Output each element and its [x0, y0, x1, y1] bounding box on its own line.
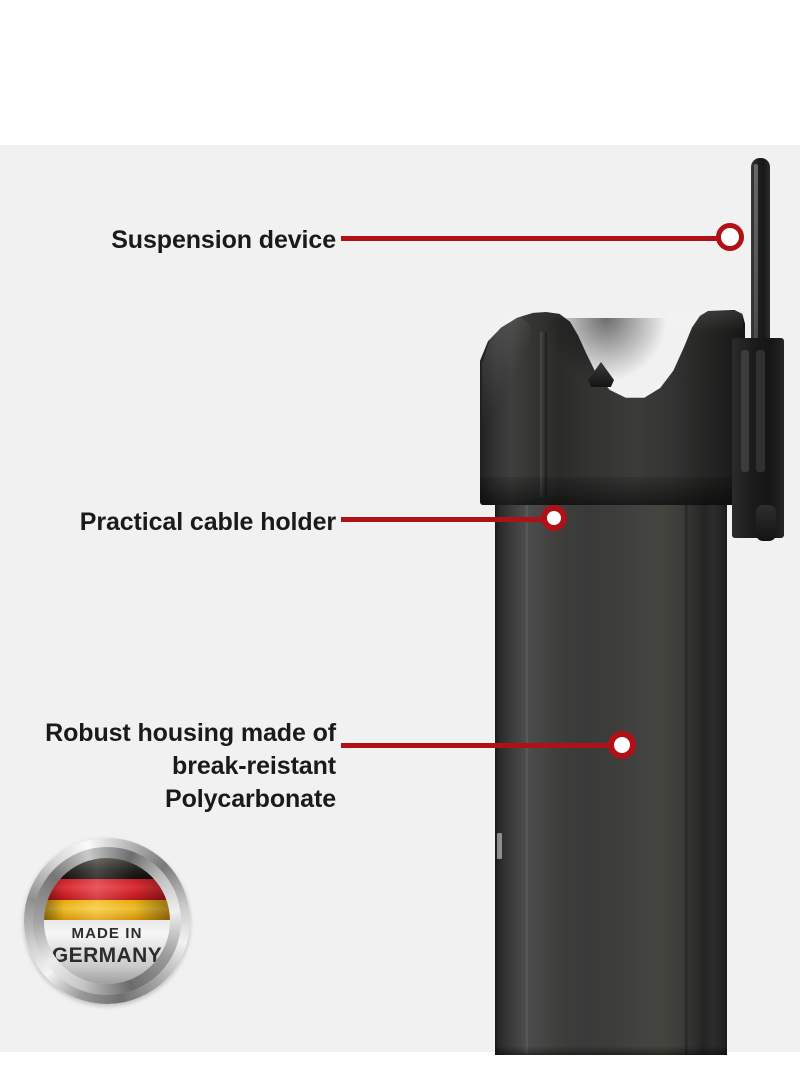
cable-holder-skirt [480, 477, 745, 505]
made-in-germany-seal: MADE IN GERMANY [24, 838, 190, 1004]
housing-highlight-left [526, 502, 529, 1055]
callout-dot-robust-housing[interactable] [608, 731, 636, 759]
suspension-clip-slot-right [756, 350, 765, 472]
flag-stripe-black [44, 858, 170, 879]
housing-bottom-shadow [495, 1046, 727, 1055]
callout-line-suspension-device [341, 236, 726, 241]
callout-line-cable-holder [341, 517, 547, 522]
callout-label-cable-holder: Practical cable holder [79, 508, 336, 536]
flag-stripe-gold [44, 900, 170, 920]
flag-stripe-red [44, 879, 170, 900]
suspension-clip-highlight [754, 164, 758, 494]
seal-face: MADE IN GERMANY [44, 858, 170, 984]
flag-gloss-overlay [44, 858, 170, 920]
housing-light-speck [497, 833, 502, 859]
callout-dot-cable-holder[interactable] [541, 505, 567, 531]
housing-shadow-right [685, 502, 689, 1055]
product-housing-body [495, 502, 727, 1055]
suspension-clip-nub [756, 505, 776, 541]
background-top-band [0, 0, 800, 145]
product-cable-holder-head [480, 310, 745, 505]
callout-label-robust-housing: Robust housing made of break-reistant Po… [45, 719, 336, 813]
seal-text-made-in: MADE IN [71, 925, 143, 942]
callout-label-suspension-device: Suspension device [111, 226, 336, 254]
callout-dot-suspension-device[interactable] [716, 223, 744, 251]
background-bottom-band [0, 1052, 800, 1091]
cable-holder-inner-rib [540, 332, 547, 497]
product-image [460, 150, 800, 1055]
german-flag-icon [44, 858, 170, 920]
cable-holder-right-top-face [665, 311, 743, 333]
seal-text-block: MADE IN GERMANY [44, 920, 170, 984]
callout-line-robust-housing [341, 743, 613, 748]
seal-text-germany: GERMANY [51, 944, 163, 967]
suspension-clip-slot-left [741, 350, 749, 472]
